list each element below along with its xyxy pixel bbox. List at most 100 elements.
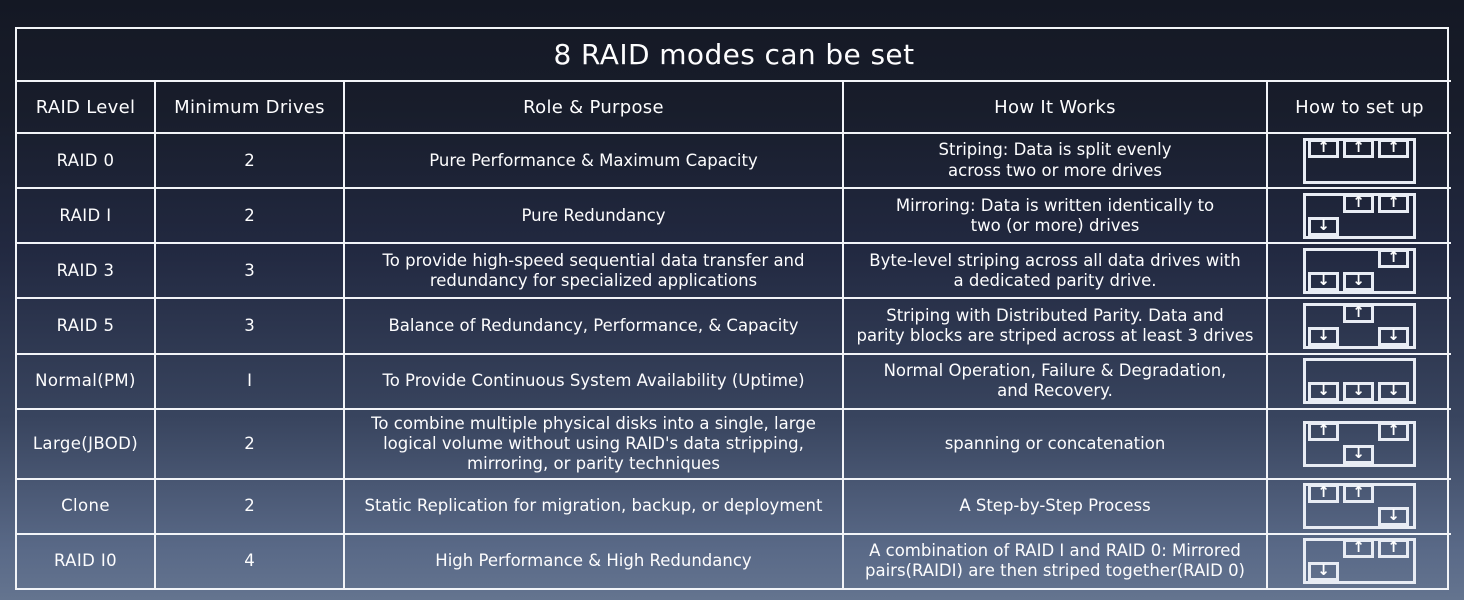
raid-layout-diagram: ↓ ↓ ↓ (1303, 358, 1416, 405)
cell-how-to-set-up: ↑ ↑ ↑ (1265, 131, 1452, 190)
arrow-up-glyph: ↑ (1352, 192, 1365, 211)
arrow-up-glyph: ↑ (1352, 538, 1365, 557)
cell-raid-level: RAID 0 (17, 131, 156, 190)
drive-arrow-down-icon: ↓ (1343, 443, 1374, 464)
cell-raid-level: RAID I (17, 187, 156, 245)
arrow-up-glyph: ↑ (1352, 137, 1365, 156)
cell-role-purpose: High Performance & High Redundancy (343, 532, 844, 588)
drive-arrow-down-icon: ↓ (1308, 270, 1339, 291)
cell-raid-level: Clone (17, 477, 156, 535)
cell-role-purpose: Static Replication for migration, backup… (343, 477, 844, 535)
arrow-up-glyph: ↑ (1317, 483, 1330, 502)
drive-arrow-down-icon: ↓ (1378, 381, 1409, 402)
arrow-up-glyph: ↑ (1352, 303, 1365, 322)
drive-arrow-up-icon: ↑ (1343, 192, 1374, 213)
cell-minimum-drives: 3 (154, 297, 345, 355)
drive-arrow-up-icon: ↑ (1343, 483, 1374, 504)
drive-arrow-up-icon: ↑ (1308, 420, 1339, 441)
arrow-up-glyph: ↑ (1352, 483, 1365, 502)
arrow-up-glyph: ↑ (1387, 247, 1400, 266)
cell-minimum-drives: 3 (154, 242, 345, 300)
drive-arrow-up-icon: ↑ (1343, 303, 1374, 324)
cell-raid-level: RAID 5 (17, 297, 156, 355)
table-header-row: RAID Level Minimum Drives Role & Purpose… (17, 80, 1452, 134)
column-header-minimum-drives: Minimum Drives (154, 80, 345, 134)
drive-arrow-up-icon: ↑ (1343, 137, 1374, 158)
drive-arrow-up-icon: ↑ (1343, 538, 1374, 559)
arrow-down-glyph: ↓ (1317, 215, 1330, 234)
raid-modes-table: 8 RAID modes can be set RAID Level Minim… (17, 29, 1452, 588)
raid-layout-diagram: ↑ ↓ ↓ (1303, 303, 1416, 350)
page-title: 8 RAID modes can be set (17, 29, 1452, 82)
column-header-role-purpose: Role & Purpose (343, 80, 844, 134)
cell-how-it-works: A combination of RAID I and RAID 0: Mirr… (842, 532, 1268, 588)
drive-arrow-up-icon: ↑ (1378, 193, 1409, 213)
arrow-down-glyph: ↓ (1317, 270, 1330, 289)
raid-layout-diagram: ↑ ↑ ↓ (1303, 420, 1416, 467)
cell-raid-level: Large(JBOD) (17, 407, 156, 480)
cell-how-to-set-up: ↓ ↓ ↓ (1265, 352, 1452, 410)
drive-arrow-up-icon: ↑ (1308, 137, 1339, 158)
cell-how-it-works: Mirroring: Data is written identically t… (842, 187, 1268, 245)
arrow-down-glyph: ↓ (1317, 561, 1330, 580)
drive-arrow-down-icon: ↓ (1343, 381, 1374, 402)
cell-how-to-set-up: ↑ ↓ ↓ (1265, 297, 1452, 355)
cell-minimum-drives: 2 (154, 187, 345, 245)
cell-role-purpose: To provide high-speed sequential data tr… (343, 242, 844, 300)
raid-layout-diagram: ↑ ↑ ↓ (1303, 483, 1416, 530)
raid-modes-table-container: 8 RAID modes can be set RAID Level Minim… (15, 27, 1452, 590)
cell-minimum-drives: 2 (154, 477, 345, 535)
cell-how-it-works: Byte-level striping across all data driv… (842, 242, 1268, 300)
arrow-down-glyph: ↓ (1387, 326, 1400, 345)
drive-arrow-up-icon: ↑ (1308, 483, 1339, 504)
raid-layout-diagram: ↑ ↑ ↑ (1303, 137, 1416, 184)
cell-how-it-works: Striping with Distributed Parity. Data a… (842, 297, 1268, 355)
cell-how-to-set-up: ↑ ↓ ↓ (1265, 242, 1452, 300)
cell-minimum-drives: 4 (154, 532, 345, 588)
column-header-raid-level: RAID Level (17, 80, 156, 134)
drive-arrow-up-icon: ↑ (1378, 420, 1409, 441)
arrow-up-glyph: ↑ (1387, 538, 1400, 557)
arrow-down-glyph: ↓ (1352, 381, 1365, 400)
drive-arrow-down-icon: ↓ (1378, 506, 1409, 527)
cell-how-to-set-up: ↑ ↑ ↓ (1265, 187, 1452, 245)
cell-minimum-drives: 2 (154, 407, 345, 480)
arrow-down-glyph: ↓ (1352, 270, 1365, 289)
drive-arrow-up-icon: ↑ (1378, 538, 1409, 559)
arrow-up-glyph: ↑ (1387, 420, 1400, 439)
drive-arrow-up-icon: ↑ (1378, 247, 1409, 268)
arrow-up-glyph: ↑ (1317, 420, 1330, 439)
arrow-down-glyph: ↓ (1317, 326, 1330, 345)
cell-how-to-set-up: ↑ ↑ ↓ (1265, 407, 1452, 480)
cell-minimum-drives: I (154, 352, 345, 410)
cell-raid-level: RAID I0 (17, 532, 156, 588)
drive-arrow-down-icon: ↓ (1308, 381, 1339, 402)
arrow-down-glyph: ↓ (1387, 381, 1400, 400)
raid-layout-diagram: ↑ ↑ ↓ (1303, 192, 1416, 239)
cell-how-it-works: spanning or concatenation (842, 407, 1268, 480)
arrow-down-glyph: ↓ (1317, 381, 1330, 400)
arrow-down-glyph: ↓ (1352, 443, 1365, 462)
drive-arrow-down-icon: ↓ (1308, 561, 1339, 582)
drive-arrow-up-icon: ↑ (1378, 138, 1409, 158)
drive-arrow-down-icon: ↓ (1378, 326, 1409, 347)
cell-how-to-set-up: ↑ ↑ ↓ (1265, 532, 1452, 588)
cell-raid-level: Normal(PM) (17, 352, 156, 410)
drive-arrow-down-icon: ↓ (1308, 326, 1339, 347)
cell-raid-level: RAID 3 (17, 242, 156, 300)
arrow-up-glyph: ↑ (1317, 137, 1330, 156)
arrow-down-glyph: ↓ (1387, 506, 1400, 525)
drive-arrow-down-icon: ↓ (1308, 215, 1339, 236)
cell-role-purpose: Pure Performance & Maximum Capacity (343, 131, 844, 190)
column-header-how-it-works: How It Works (842, 80, 1268, 134)
cell-minimum-drives: 2 (154, 131, 345, 190)
